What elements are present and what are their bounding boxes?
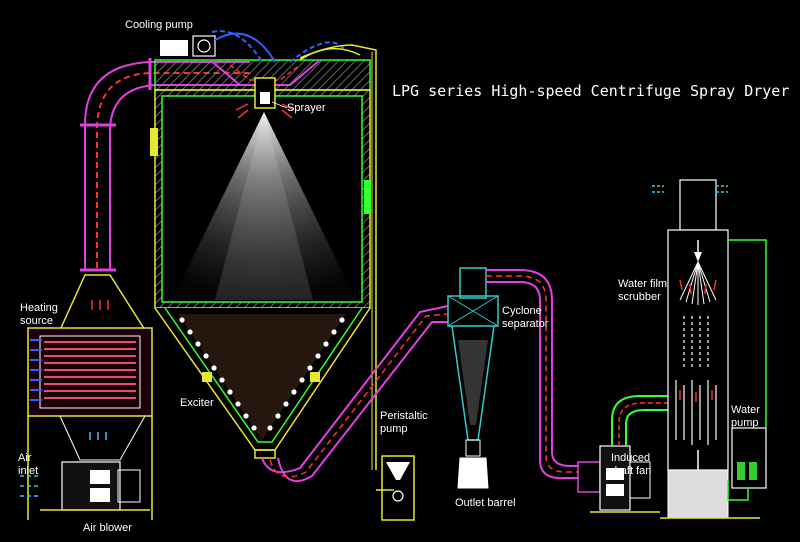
powder-transfer-duct xyxy=(261,305,449,482)
label-cyclone-separator: Cyclone separator xyxy=(502,305,549,330)
label-induced-draft-fan: Induced draft fan xyxy=(611,452,652,477)
hot-air-duct xyxy=(80,58,250,272)
cyclone-separator xyxy=(447,267,578,489)
label-peristaltic-pump: Peristaltic pump xyxy=(380,410,428,435)
label-water-pump: Water pump xyxy=(731,404,760,429)
label-air-blower: Air blower xyxy=(83,522,132,534)
label-cooling-pump: Cooling pump xyxy=(125,19,193,31)
sprayer-leader xyxy=(271,101,288,109)
label-outlet-barrel: Outlet barrel xyxy=(455,497,516,509)
cooling-pump xyxy=(160,30,346,63)
outlet-barrel xyxy=(457,457,489,489)
drying-chamber xyxy=(150,59,371,459)
label-exciter: Exciter xyxy=(180,397,214,409)
spray-mist xyxy=(172,112,356,300)
induced-draft-fan xyxy=(577,395,668,513)
powder-beads xyxy=(179,317,345,431)
label-air-inlet: Air inlet xyxy=(18,452,39,477)
heater-coils xyxy=(44,341,136,399)
air-blower xyxy=(20,461,150,511)
sprayer-assembly xyxy=(209,47,361,119)
label-heating-source: Heating source xyxy=(20,302,58,327)
water-film-scrubber xyxy=(652,179,760,519)
heating-source xyxy=(27,274,153,520)
label-water-film-scrubber: Water film scrubber xyxy=(618,278,668,303)
diagram-title: LPG series High-speed Centrifuge Spray D… xyxy=(392,82,790,100)
label-sprayer: Sprayer xyxy=(287,102,326,114)
water-spray-lines xyxy=(679,261,717,305)
water-pump xyxy=(727,239,767,501)
